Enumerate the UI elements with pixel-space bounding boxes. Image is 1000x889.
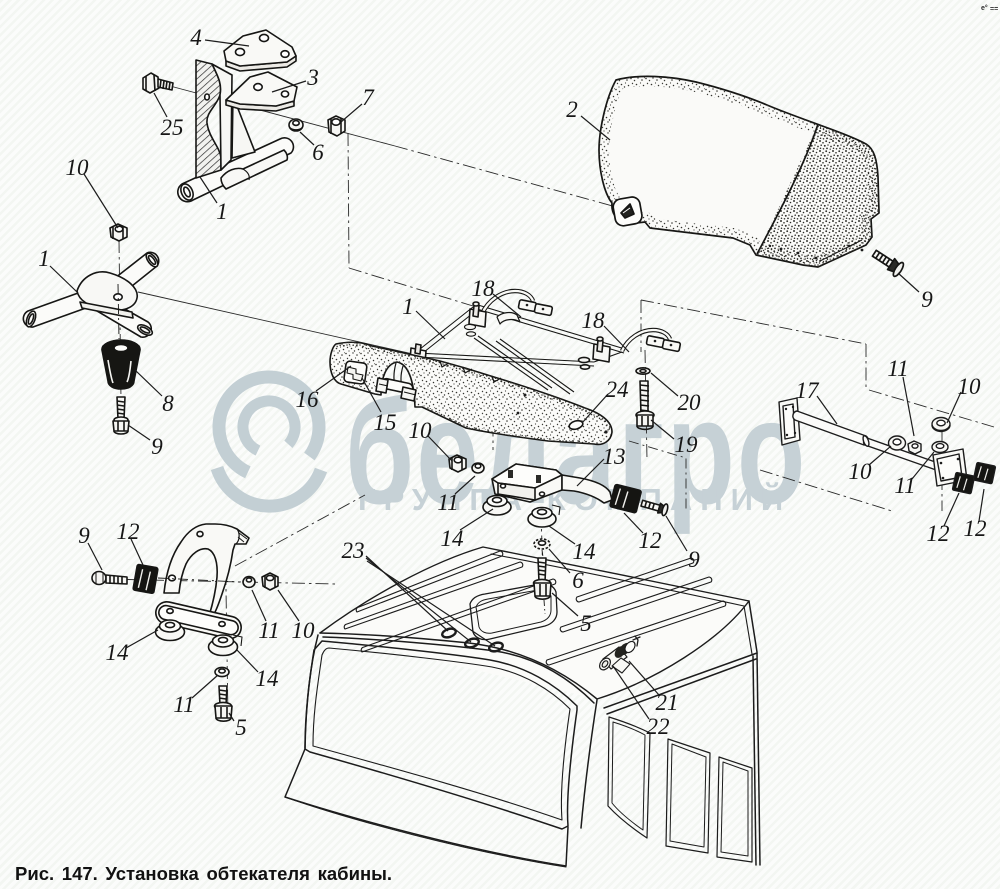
- svg-text:24: 24: [606, 377, 629, 402]
- svg-text:20: 20: [678, 390, 702, 415]
- svg-text:3: 3: [306, 65, 319, 90]
- svg-text:17: 17: [796, 378, 821, 403]
- svg-text:18: 18: [472, 276, 496, 301]
- svg-text:10: 10: [958, 374, 982, 399]
- svg-text:Рис. 147. Установка обтекателя: Рис. 147. Установка обтекателя кабины.: [15, 863, 392, 884]
- svg-text:14: 14: [106, 640, 129, 665]
- svg-text:9: 9: [921, 287, 933, 312]
- svg-text:11: 11: [173, 692, 194, 717]
- svg-text:14: 14: [441, 526, 464, 551]
- svg-text:18: 18: [582, 308, 606, 333]
- svg-text:==: ==: [990, 6, 998, 13]
- svg-text:13: 13: [603, 444, 626, 469]
- svg-text:23: 23: [342, 538, 365, 563]
- svg-text:e°: e°: [981, 4, 988, 12]
- svg-text:11: 11: [258, 618, 279, 643]
- svg-text:12: 12: [117, 519, 140, 544]
- svg-text:12: 12: [639, 528, 662, 553]
- svg-text:5: 5: [580, 611, 592, 636]
- svg-text:19: 19: [675, 432, 699, 457]
- svg-text:1: 1: [402, 294, 414, 319]
- svg-text:16: 16: [296, 387, 320, 412]
- svg-text:15: 15: [374, 410, 397, 435]
- svg-text:1: 1: [38, 246, 50, 271]
- svg-text:11: 11: [887, 356, 908, 381]
- svg-text:9: 9: [78, 523, 90, 548]
- svg-text:10: 10: [409, 418, 433, 443]
- svg-text:9: 9: [688, 547, 700, 572]
- svg-text:4: 4: [190, 25, 202, 50]
- svg-text:11: 11: [437, 490, 458, 515]
- svg-text:14: 14: [256, 666, 279, 691]
- svg-text:1: 1: [216, 199, 228, 224]
- svg-text:5: 5: [235, 715, 247, 740]
- svg-text:6: 6: [572, 568, 584, 593]
- svg-text:25: 25: [161, 115, 184, 140]
- svg-text:14: 14: [573, 539, 596, 564]
- svg-text:2: 2: [566, 97, 578, 122]
- svg-text:6: 6: [312, 140, 324, 165]
- svg-text:12: 12: [927, 521, 950, 546]
- svg-text:21: 21: [656, 690, 679, 715]
- svg-text:7: 7: [362, 85, 375, 110]
- svg-text:8: 8: [162, 391, 174, 416]
- svg-text:11: 11: [894, 473, 915, 498]
- svg-text:10: 10: [292, 618, 316, 643]
- svg-text:10: 10: [849, 459, 873, 484]
- svg-text:9: 9: [151, 434, 163, 459]
- svg-text:22: 22: [647, 714, 670, 739]
- svg-text:12: 12: [964, 516, 987, 541]
- svg-text:10: 10: [66, 155, 90, 180]
